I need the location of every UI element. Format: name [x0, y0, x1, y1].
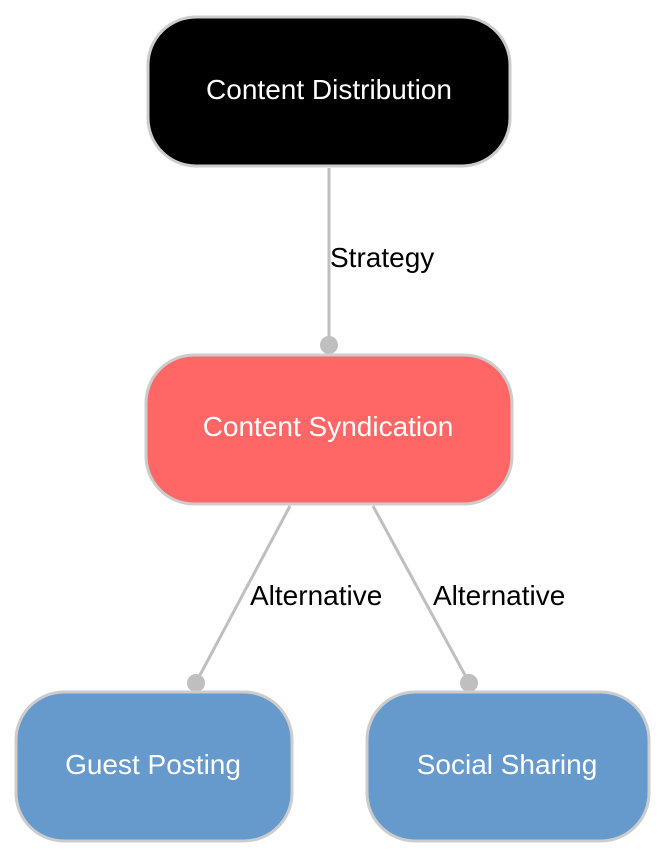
node-label-social-sharing: Social Sharing [417, 749, 598, 780]
edge-label-strategy: Strategy [330, 242, 434, 273]
node-label-content-distribution: Content Distribution [206, 74, 452, 105]
edge-label-alternative-social: Alternative [433, 580, 565, 611]
edge-alternative-social-sharing: Alternative [371, 505, 565, 692]
node-label-content-syndication: Content Syndication [203, 411, 454, 442]
node-social-sharing[interactable]: Social Sharing [365, 690, 651, 843]
edge-alternative-guest-posting: Alternative [187, 505, 382, 692]
edge-arrowhead-dot [187, 674, 205, 692]
node-content-syndication[interactable]: Content Syndication [144, 353, 514, 506]
edge-line-alternative-social [371, 505, 467, 676]
node-content-distribution[interactable]: Content Distribution [146, 15, 512, 168]
node-box-content-distribution[interactable] [146, 15, 512, 168]
node-box-social-sharing[interactable] [365, 690, 651, 843]
node-guest-posting[interactable]: Guest Posting [14, 690, 294, 843]
node-box-content-syndication[interactable] [144, 353, 514, 506]
node-label-guest-posting: Guest Posting [65, 749, 241, 780]
node-box-guest-posting[interactable] [14, 690, 294, 843]
edge-label-alternative-guest: Alternative [250, 580, 382, 611]
edge-line-alternative-guest [198, 505, 292, 676]
edge-arrowhead-dot [460, 674, 478, 692]
edge-strategy: Strategy [320, 168, 434, 354]
edge-arrowhead-dot [320, 336, 338, 354]
